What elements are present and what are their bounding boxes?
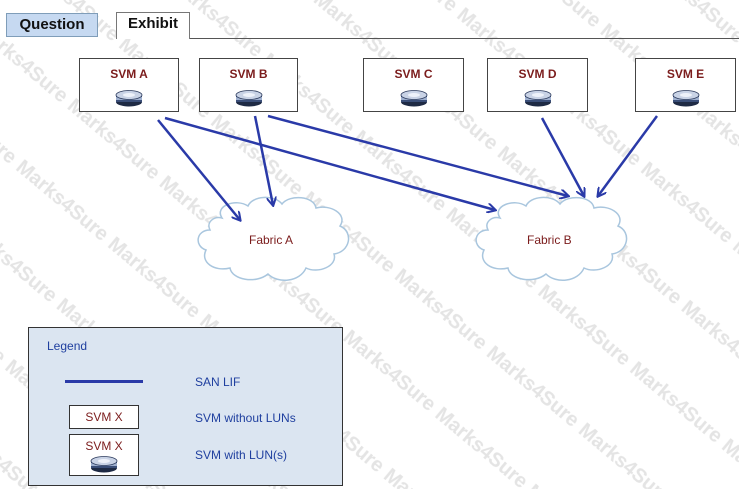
tab-bar: Question Exhibit <box>0 0 739 40</box>
san-lif-svm-a-fabric-a <box>157 119 240 220</box>
legend-panel: Legend SAN LIF SVM X SVM without LUNs SV… <box>28 327 343 486</box>
svm-a-label: SVM A <box>110 67 148 81</box>
svm-e-label: SVM E <box>666 67 705 81</box>
san-lif-svm-b-fabric-a <box>253 115 273 205</box>
san-lif-svm-a-fabric-b <box>164 116 495 210</box>
tab-divider <box>190 38 739 39</box>
lun-disk-icon <box>524 90 551 107</box>
legend-svm-without-luns-label: SVM without LUNs <box>195 411 296 425</box>
legend-san-lif-label: SAN LIF <box>195 375 241 389</box>
lun-disk-icon <box>672 90 699 107</box>
san-lif-svm-e-fabric-b <box>598 115 659 196</box>
legend-svm-x-label: SVM X <box>85 410 123 424</box>
lun-disk-icon <box>115 90 143 107</box>
legend-san-lif-line <box>65 380 143 383</box>
fabric-b-cloud <box>475 196 628 281</box>
san-lif-svm-b-fabric-b <box>267 114 568 196</box>
fabric-a-label: Fabric A <box>249 233 294 247</box>
san-lif-svm-d-fabric-b <box>540 117 584 196</box>
legend-title: Legend <box>47 339 88 353</box>
lun-disk-icon <box>400 90 427 107</box>
legend-svm-x-label: SVM X <box>85 439 123 453</box>
svm-b-box: SVM B <box>199 58 298 112</box>
lun-disk-icon <box>235 90 262 107</box>
legend-svm-with-luns-label: SVM with LUN(s) <box>195 448 288 462</box>
svm-d-label: SVM D <box>518 67 557 81</box>
fabric-b-label: Fabric B <box>527 233 572 247</box>
tab-exhibit[interactable]: Exhibit <box>116 12 190 39</box>
svm-e-box: SVM E <box>635 58 736 112</box>
lun-disk-icon <box>90 456 118 473</box>
svm-a-box: SVM A <box>79 58 179 112</box>
svm-c-label: SVM C <box>394 67 433 81</box>
svm-b-label: SVM B <box>229 67 268 81</box>
svm-d-box: SVM D <box>487 58 588 112</box>
legend-svm-with-luns-box: SVM X <box>69 434 139 476</box>
legend-svm-without-luns-box: SVM X <box>69 405 139 429</box>
tab-question[interactable]: Question <box>6 13 98 37</box>
svm-c-box: SVM C <box>363 58 464 112</box>
